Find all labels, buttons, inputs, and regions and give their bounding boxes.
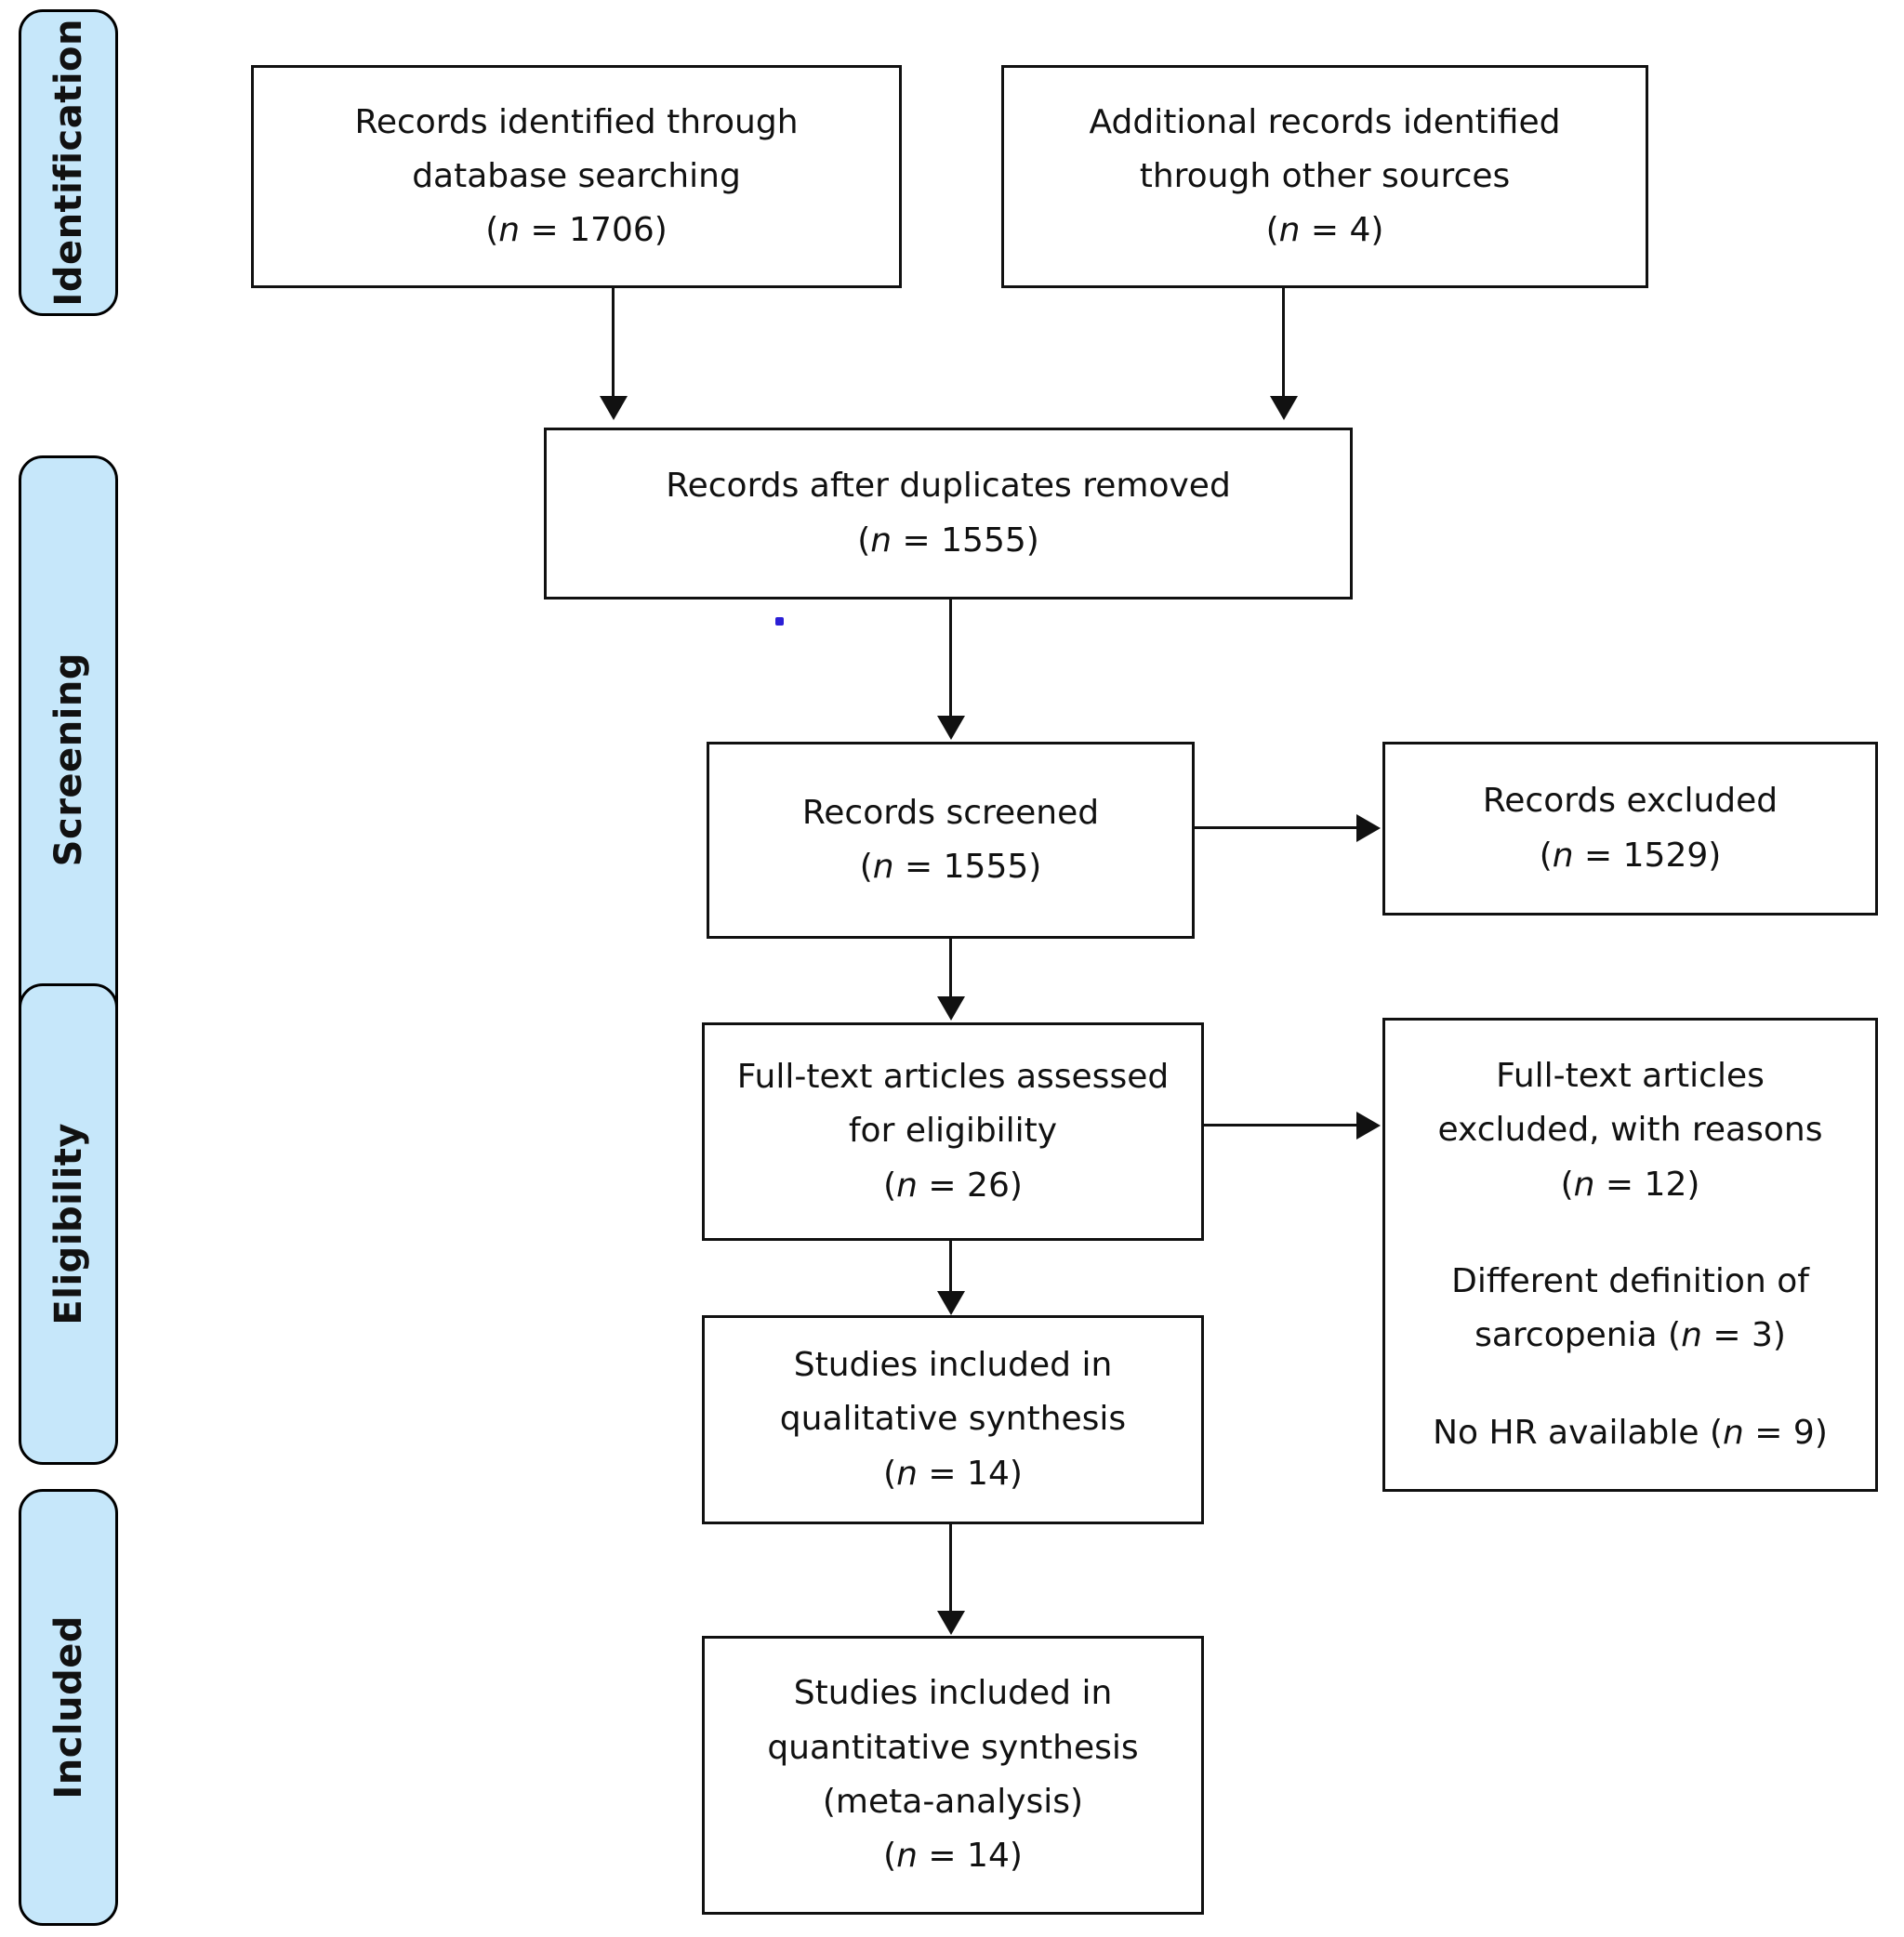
box-count: (n = 1706)	[485, 211, 668, 250]
box-records-identified-other: Additional records identified through ot…	[1001, 65, 1648, 288]
box-line: Records after duplicates removed	[666, 467, 1231, 506]
n-symbol: n	[872, 848, 894, 886]
box-count: (n = 1529)	[1539, 836, 1722, 875]
box-line: database searching	[412, 156, 741, 195]
arrowhead-qualitative-to-quantitative	[937, 1611, 965, 1635]
arrowhead-other-to-duplicates	[1270, 396, 1298, 420]
box-count: (n = 1555)	[859, 848, 1042, 886]
arrowhead-fulltext-to-excluded-reasons	[1356, 1112, 1381, 1140]
box-line: Full-text articles assessed	[736, 1058, 1170, 1097]
box-count: (n = 12)	[1560, 1165, 1700, 1204]
exclusion-reason-line: Different definition of	[1451, 1262, 1809, 1300]
arrowhead-duplicates-to-screened	[937, 716, 965, 740]
stage-pill-eligibility: Eligibility	[19, 983, 118, 1465]
box-line: through other sources	[1139, 156, 1511, 195]
stray-mark-artifact	[775, 617, 784, 626]
box-qualitative-synthesis: Studies included in qualitative synthesi…	[702, 1315, 1204, 1524]
box-quantitative-synthesis: Studies included in quantitative synthes…	[702, 1636, 1204, 1915]
connector-qualitative-to-quantitative	[949, 1524, 952, 1613]
n-symbol: n	[896, 1454, 918, 1493]
stage-label-identification: Identification	[46, 19, 90, 307]
n-symbol: n	[1573, 1165, 1595, 1204]
n-symbol: n	[870, 520, 892, 560]
box-count: (n = 4)	[1265, 211, 1384, 250]
box-line: Records screened	[801, 793, 1100, 832]
box-line: Records excluded	[1482, 782, 1778, 821]
connector-fulltext-to-qualitative	[949, 1241, 952, 1293]
box-fulltext-assessed: Full-text articles assessed for eligibil…	[702, 1022, 1204, 1241]
stage-pill-screening: Screening	[19, 455, 118, 1064]
box-line: quantitative synthesis	[767, 1728, 1139, 1767]
stage-label-included: Included	[46, 1615, 90, 1799]
stage-pill-included: Included	[19, 1489, 118, 1926]
arrowhead-screened-to-excluded	[1356, 814, 1381, 842]
box-count: (n = 14)	[883, 1837, 1023, 1876]
connector-screened-to-excluded	[1195, 826, 1359, 829]
box-records-screened: Records screened (n = 1555)	[707, 742, 1195, 939]
box-line: excluded, with reasons	[1437, 1111, 1823, 1150]
box-line: for eligibility	[848, 1112, 1058, 1151]
box-line: Records identified through	[354, 102, 799, 141]
box-line: Additional records identified	[1089, 102, 1561, 141]
n-symbol: n	[1278, 211, 1301, 250]
arrowhead-fulltext-to-qualitative	[937, 1291, 965, 1315]
n-symbol: n	[1723, 1413, 1744, 1452]
box-line: (meta-analysis)	[822, 1783, 1084, 1821]
exclusion-reason-count: sarcopenia (n = 3)	[1474, 1316, 1786, 1355]
box-line: Studies included in	[793, 1674, 1113, 1713]
arrowhead-screened-to-fulltext	[937, 996, 965, 1021]
stage-label-screening: Screening	[46, 652, 90, 867]
n-symbol: n	[1681, 1316, 1702, 1355]
arrowhead-database-to-duplicates	[600, 396, 628, 420]
connector-fulltext-to-excluded-reasons	[1204, 1124, 1359, 1127]
box-line: Full-text articles	[1496, 1057, 1765, 1096]
n-symbol: n	[1552, 836, 1574, 875]
connector-screened-to-fulltext	[949, 939, 952, 998]
stage-label-eligibility: Eligibility	[46, 1123, 90, 1325]
exclusion-reason-count: No HR available (n = 9)	[1433, 1413, 1828, 1452]
n-symbol: n	[896, 1166, 918, 1205]
connector-duplicates-to-screened	[949, 600, 952, 718]
box-records-excluded: Records excluded (n = 1529)	[1382, 742, 1878, 916]
box-count: (n = 1555)	[857, 520, 1039, 560]
connector-other-to-duplicates	[1282, 288, 1285, 398]
n-symbol: n	[498, 211, 521, 250]
box-records-identified-database: Records identified through database sear…	[251, 65, 902, 288]
n-symbol: n	[896, 1837, 918, 1876]
box-line: Studies included in	[793, 1346, 1113, 1385]
box-line: qualitative synthesis	[779, 1400, 1127, 1439]
stage-pill-identification: Identification	[19, 9, 118, 316]
box-count: (n = 14)	[883, 1454, 1023, 1493]
box-fulltext-excluded-reasons: Full-text articles excluded, with reason…	[1382, 1018, 1878, 1492]
box-count: (n = 26)	[883, 1166, 1023, 1205]
connector-database-to-duplicates	[612, 288, 615, 398]
box-duplicates-removed: Records after duplicates removed (n = 15…	[544, 428, 1353, 600]
